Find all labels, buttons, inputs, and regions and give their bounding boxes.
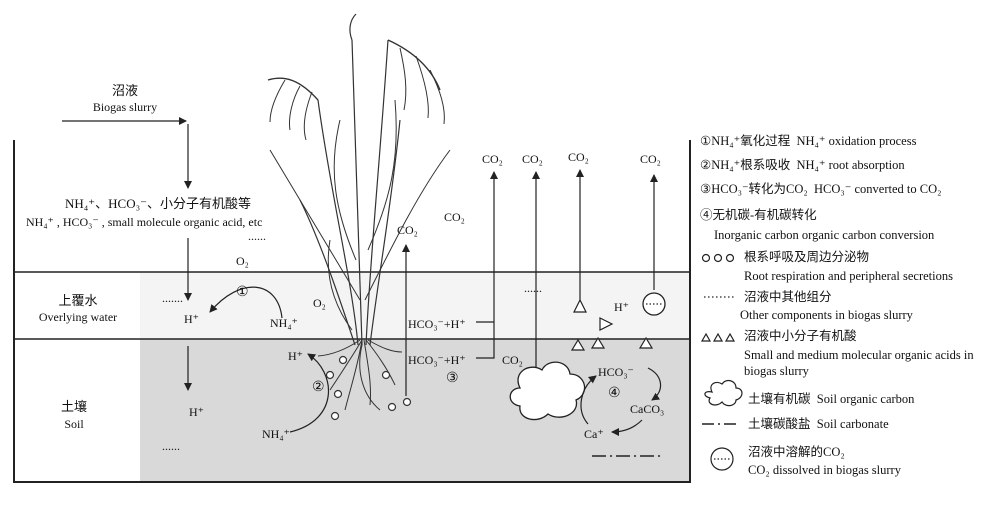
input-label-cn: 沼液 <box>111 83 139 98</box>
input-label-en: Biogas slurry <box>92 100 158 114</box>
legend-1-cn: ①NH₄⁺氧化过程 <box>700 134 791 148</box>
co2-soil-label: CO₂ <box>502 353 523 367</box>
legend-icons <box>700 253 743 471</box>
slurry-components-en: NH₄⁺ , HCO₃⁻ , small molecule organic ac… <box>26 215 263 229</box>
co2-air-label: CO₂ <box>444 210 465 224</box>
h-root-label: H⁺ <box>288 349 303 363</box>
h-right-label: H⁺ <box>614 300 629 314</box>
caco3-to-ca-arrow <box>611 419 643 436</box>
legend-organic-acids-en: Small and medium molecular organic acids… <box>744 348 974 378</box>
hco3-to-caco3-arrow <box>647 367 662 401</box>
ca-to-hco3-arrow <box>580 375 597 425</box>
overlying-water-layer <box>140 272 690 339</box>
o2-water-label: O₂ <box>313 296 326 310</box>
water-other-components: ....... <box>162 291 183 305</box>
caco3-label: CaCO₃ <box>630 402 665 416</box>
legend-item-4-cn: ④无机碳-有机碳转化 <box>700 208 817 222</box>
legend-item-1: ①NH₄⁺氧化过程 NH₄⁺ oxidation process <box>700 135 916 148</box>
legend-organic-acids-cn: 沼液中小分子有机酸 <box>744 329 857 343</box>
overlying-water-label-cn: 上覆水 <box>58 293 98 308</box>
roots-drawing <box>317 339 403 411</box>
legend-soc-cn: 土壤有机碳 <box>748 392 811 406</box>
soil-layer <box>140 339 690 482</box>
ca-label: Ca⁺ <box>584 427 604 441</box>
co2-release-1: CO₂ <box>482 152 503 166</box>
legend-3-en: HCO₃⁻ converted to CO₂ <box>814 182 942 196</box>
hco3-to-co2-arrow <box>476 171 498 359</box>
soil-other-components: ...... <box>162 439 180 453</box>
legend-2-en: NH₄⁺ root absorption <box>796 158 905 172</box>
legend-item-3: ③HCO₃⁻转化为CO₂ HCO₃⁻ converted to CO₂ <box>700 183 941 196</box>
o2-air-label: O₂ <box>236 254 249 268</box>
root-secretion-circles <box>325 355 412 421</box>
process-4-marker: ④ <box>608 386 621 401</box>
co2-release-2: CO₂ <box>522 152 543 166</box>
slurry-components-cn: NH₄⁺、HCO₃⁻、小分子有机酸等 <box>65 196 252 211</box>
soil-organic-carbon-cloud <box>509 361 586 421</box>
root-co2-label: CO₂ <box>397 223 418 237</box>
oxidation-curve-arrow <box>209 286 283 319</box>
legend-item-4-en: Inorganic carbon organic carbon conversi… <box>714 228 935 242</box>
overlying-water-label-en: Overlying water <box>38 310 118 324</box>
legend-soc-en: Soil organic carbon <box>816 392 915 406</box>
soil-label-en: Soil <box>64 417 84 431</box>
process-2-marker: ② <box>312 380 325 395</box>
legend-other-components-en: Other components in biogas slurry <box>740 308 913 322</box>
legend-carbonate-cn: 土壤碳酸盐 <box>748 417 811 431</box>
hco3-h-soil-label: HCO₃⁻+H⁺ <box>408 353 466 367</box>
rice-plant-drawing <box>267 13 451 346</box>
root-absorption-curve-arrow <box>289 353 329 433</box>
air-other-components: ...... <box>248 229 266 243</box>
process-3-marker: ③ <box>446 371 459 386</box>
legend-1-en: NH₄⁺ oxidation process <box>796 134 917 148</box>
legend-other-components-cn: 沼液中其他组分 <box>744 290 832 304</box>
legend-3-cn: ③HCO₃⁻转化为CO₂ <box>700 182 808 196</box>
nh4-water-label: NH₄⁺ <box>270 316 298 330</box>
legend-dissolved-co2-cn: 沼液中溶解的CO₂ <box>748 445 845 459</box>
co2-release-3: CO₂ <box>568 150 589 164</box>
legend-root-secretions-en: Root respiration and peripheral secretio… <box>744 269 953 283</box>
h-soil-label: H⁺ <box>189 405 204 419</box>
legend-root-secretions-cn: 根系呼吸及周边分泌物 <box>744 250 870 264</box>
hco3-soil-label: HCO₃⁻ <box>598 365 634 379</box>
legend-carbonate-en: Soil carbonate <box>816 417 889 431</box>
legend-2-cn: ②NH₄⁺根系吸收 <box>700 158 791 172</box>
soil-label-cn: 土壤 <box>60 399 88 414</box>
legend-item-2: ②NH₄⁺根系吸收 NH₄⁺ root absorption <box>700 159 905 172</box>
h-water-label: H⁺ <box>184 312 199 326</box>
legend-dissolved-co2-en: CO₂ dissolved in biogas slurry <box>748 463 901 477</box>
organic-acid-triangles <box>570 298 654 351</box>
container-outline <box>13 140 691 483</box>
right-other-components: ...... <box>524 281 542 295</box>
process-1-marker: ① <box>236 285 249 300</box>
hco3-h-water-label: HCO₃⁻+H⁺ <box>408 317 466 331</box>
legend-soil-organic-carbon: 土壤有机碳 Soil organic carbon <box>748 393 914 406</box>
legend-soil-carbonate: 土壤碳酸盐 Soil carbonate <box>748 418 889 431</box>
co2-release-4: CO₂ <box>640 152 661 166</box>
nh4-soil-label: NH₄⁺ <box>262 427 290 441</box>
